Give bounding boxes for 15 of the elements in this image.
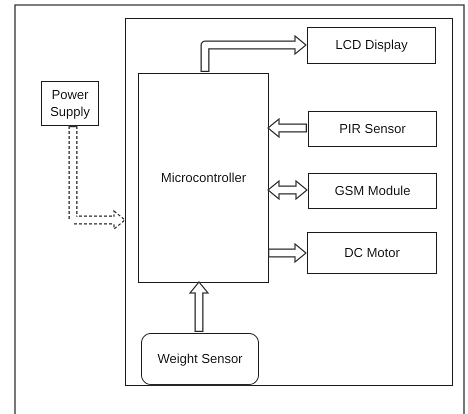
node-label: Microcontroller	[160, 170, 246, 186]
process-box	[41, 81, 99, 126]
process-box	[138, 73, 269, 283]
node-label: Weight Sensor	[157, 350, 243, 368]
process-box	[307, 27, 436, 64]
node-label: LCD Display	[335, 37, 408, 54]
node-label: GSM Module	[334, 182, 410, 200]
process-box	[125, 18, 453, 386]
node-label: PIR Sensor	[339, 120, 406, 138]
process-box	[308, 111, 437, 147]
process-box	[307, 232, 437, 274]
process-box	[308, 173, 437, 209]
sensor-box	[141, 333, 259, 385]
node-label: DC Motor	[344, 244, 400, 262]
node-label: Power Supply	[49, 86, 91, 120]
